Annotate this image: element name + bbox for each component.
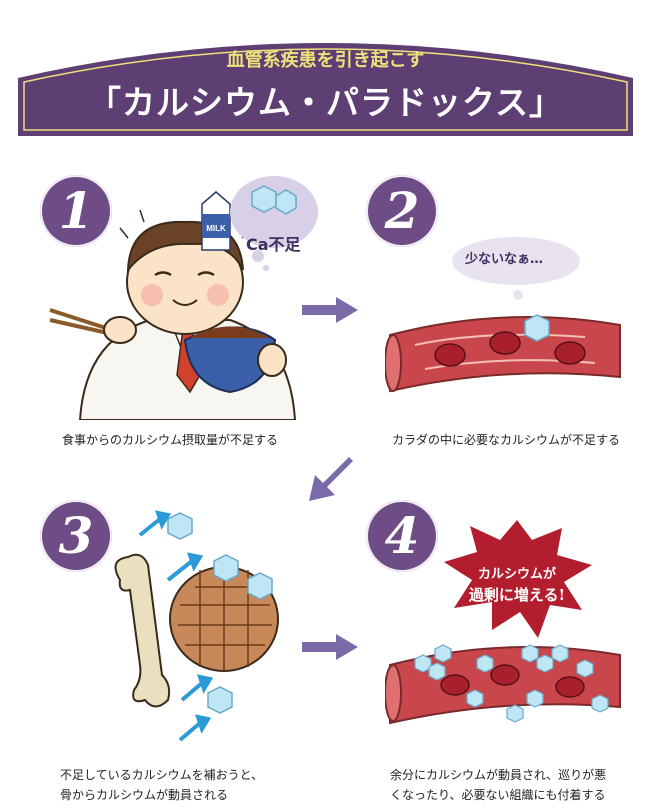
calcium-crystal-icon bbox=[167, 512, 273, 714]
ca-shortage-label: Ca不足 bbox=[246, 235, 301, 254]
milk-label: MILK bbox=[206, 224, 226, 233]
blood-vessel-illustration bbox=[385, 314, 621, 393]
step-4-number: 4 bbox=[366, 500, 438, 572]
step-4-caption-line-2: くなったり、必要ない組織にも付着する bbox=[390, 788, 606, 802]
milk-carton-icon: MILK bbox=[201, 191, 231, 251]
burst-line-1: カルシウムが bbox=[477, 567, 556, 582]
arrow-down-left-icon bbox=[309, 457, 353, 501]
step-2-number: 2 bbox=[366, 175, 438, 247]
arrow-right-icon bbox=[302, 297, 358, 323]
step-2-caption: カラダの中に必要なカルシウムが不足する bbox=[392, 433, 621, 447]
burst-line-2: 過剰に増える! bbox=[468, 586, 566, 604]
title-banner bbox=[18, 43, 633, 136]
arrow-right-icon bbox=[302, 634, 358, 660]
red-blood-cell-icon bbox=[440, 664, 585, 698]
banner-subtitle: 血管系疾患を引き起こす bbox=[226, 50, 425, 71]
step-1-number: 1 bbox=[40, 175, 112, 247]
banner-title: 「カルシウム・パラドックス」 bbox=[87, 83, 563, 122]
calcium-crystal-icon bbox=[524, 314, 550, 342]
calcium-crystal-icon bbox=[251, 185, 297, 215]
few-bubble-label: 少ないなぁ… bbox=[465, 252, 544, 267]
man-eating-illustration bbox=[49, 209, 297, 420]
step-3-caption-line-2: 骨からカルシウムが動員される bbox=[60, 788, 229, 802]
step-3-number: 3 bbox=[40, 500, 112, 572]
calcium-crystal-icon bbox=[414, 644, 609, 723]
step-1-caption: 食事からのカルシウム摂取量が不足する bbox=[62, 433, 279, 447]
red-blood-cell-icon bbox=[434, 331, 586, 367]
excess-burst-badge bbox=[444, 520, 592, 638]
thought-bubble-ca bbox=[230, 176, 318, 271]
clogged-vessel-illustration bbox=[385, 644, 621, 725]
step-3-caption-line-1: 不足しているカルシウムを補おうと、 bbox=[60, 768, 264, 782]
thought-bubble-few bbox=[452, 237, 580, 300]
bone-illustration bbox=[114, 510, 279, 742]
step-4-caption-line-1: 余分にカルシウムが動員され、巡りが悪 bbox=[390, 768, 607, 782]
